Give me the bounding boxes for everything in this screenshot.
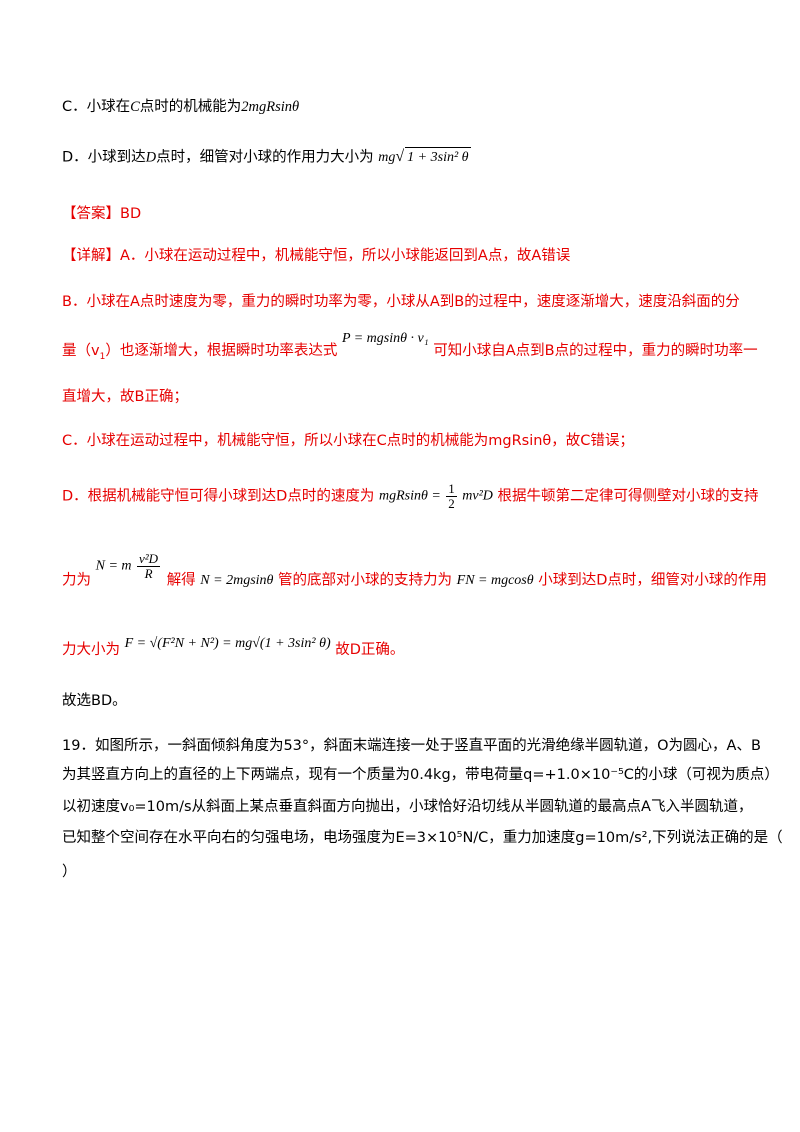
q19-line5: ） (62, 862, 77, 882)
answer-tag: 【答案】 (62, 206, 120, 222)
resultant-force-formula: F = √(F²N + N²) = mg√(1 + 3sin² θ) (124, 636, 331, 651)
detail-a-text: A．小球在运动过程中，机械能守恒，所以小球能返回到A点，故A错误 (120, 248, 571, 264)
q19-l2: 为其竖直方向上的直径的上下两端点，现有一个质量为0.4kg，带电荷量q=+1.0… (62, 767, 779, 783)
detail-c: C．小球在运动过程中，机械能守恒，所以小球在C点时的机械能为mgRsinθ，故C… (62, 431, 634, 451)
detail-d2-a: 力为 (62, 572, 91, 589)
option-d-expr-a: mg (378, 150, 396, 165)
detail-d3-b: 故D正确。 (335, 642, 405, 658)
q19-line1: 19．如图所示，一斜面倾斜角度为53°，斜面末端连接一处于竖直平面的光滑绝缘半圆… (62, 736, 761, 756)
energy-formula-left: mgRsinθ = (378, 488, 441, 504)
normal-force-left: N = m (95, 558, 132, 574)
final-answer: 故选BD。 (62, 691, 127, 711)
detail-b1-text: B．小球在A点时速度为零，重力的瞬时功率为零，小球从A到B的过程中，速度逐渐增大… (62, 294, 740, 310)
detail-d2-d: 小球到达D点时，细管对小球的作用 (538, 572, 767, 589)
power-formula: P = mgsinθ · v₁ (341, 331, 429, 346)
detail-a: 【详解】A．小球在运动过程中，机械能守恒，所以小球能返回到A点，故A错误 (62, 246, 570, 266)
detail-c-text: C．小球在运动过程中，机械能守恒，所以小球在C点时的机械能为mgRsinθ，故C… (62, 433, 634, 449)
option-d-point: D (145, 149, 157, 166)
energy-frac-den: 2 (448, 496, 455, 511)
detail-d2-b: 解得 (166, 572, 196, 589)
energy-frac-num: 1 (446, 481, 457, 497)
q19-line2: 为其竖直方向上的直径的上下两端点，现有一个质量为0.4kg，带电荷量q=+1.0… (62, 765, 779, 785)
option-d: D．小球到达D点时，细管对小球的作用力大小为 mg√1 + 3sin² θ (62, 147, 471, 168)
detail-d1-b: 根据牛顿第二定律可得侧壁对小球的支持 (497, 488, 759, 505)
answer-value: BD (120, 206, 142, 222)
energy-formula-right: mv²D (462, 488, 493, 504)
detail-b2-b: ）也逐渐增大，根据瞬时功率表达式 (105, 343, 338, 359)
detail-d-line3: 力大小为 F = √(F²N + N²) = mg√(1 + 3sin² θ) … (62, 636, 405, 660)
option-d-mid: 点时，细管对小球的作用力大小为 (156, 149, 374, 166)
detail-b-line1: B．小球在A点时速度为零，重力的瞬时功率为零，小球从A到B的过程中，速度逐渐增大… (62, 292, 740, 312)
detail-b2-c: 可知小球自A点到B点的过程中，重力的瞬时功率一 (433, 343, 758, 359)
detail-b-line2: 量（v1）也逐渐增大，根据瞬时功率表达式 P = mgsinθ · v₁ 可知小… (62, 331, 758, 362)
answer-line: 【答案】BD (62, 204, 141, 224)
option-d-expr-b: 1 + 3sin² θ (405, 147, 471, 168)
detail-b-line3: 直增大，故B正确； (62, 387, 188, 407)
normal-force-result: N = 2mgsinθ (200, 572, 274, 588)
normal-force-num: v²D (137, 551, 161, 567)
option-d-formula: mg√1 + 3sin² θ (378, 147, 471, 168)
option-c-prefix: C．小球在 (62, 99, 131, 115)
detail-b3-text: 直增大，故B正确； (62, 389, 188, 405)
detail-d1-a: D．根据机械能守恒可得小球到达D点时的速度为 (62, 488, 375, 505)
option-c-mid: 点时的机械能为 (139, 99, 242, 115)
q19-l5: ） (62, 864, 77, 880)
detail-b2-a: 量（v (62, 343, 100, 359)
detail-d3-a: 力大小为 (62, 642, 120, 658)
final-answer-text: 故选BD。 (62, 693, 127, 709)
detail-d2-c: 管的底部对小球的支持力为 (278, 572, 453, 589)
q19-line3: 以初速度v₀=10m/s从斜面上某点垂直斜面方向抛出，小球恰好沿切线从半圆轨道的… (62, 797, 752, 817)
q19-l1: 19．如图所示，一斜面倾斜角度为53°，斜面末端连接一处于竖直平面的光滑绝缘半圆… (62, 738, 761, 754)
normal-force-den: R (144, 566, 153, 581)
q19-l3: 以初速度v₀=10m/s从斜面上某点垂直斜面方向抛出，小球恰好沿切线从半圆轨道的… (62, 799, 753, 815)
q19-l4: 已知整个空间存在水平向右的匀强电场，电场强度为E=3×10⁵N/C，重力加速度g… (62, 830, 783, 846)
detail-tag: 【详解】 (62, 248, 120, 264)
option-c: C．小球在C点时的机械能为2mgRsinθ (62, 97, 299, 117)
q19-line4: 已知整个空间存在水平向右的匀强电场，电场强度为E=3×10⁵N/C，重力加速度g… (62, 828, 783, 848)
option-d-prefix: D．小球到达 (62, 149, 146, 166)
option-c-point: C (130, 99, 140, 115)
bottom-support-formula: FN = mgcosθ (456, 572, 534, 588)
option-c-value: 2mgRsinθ (241, 99, 300, 115)
